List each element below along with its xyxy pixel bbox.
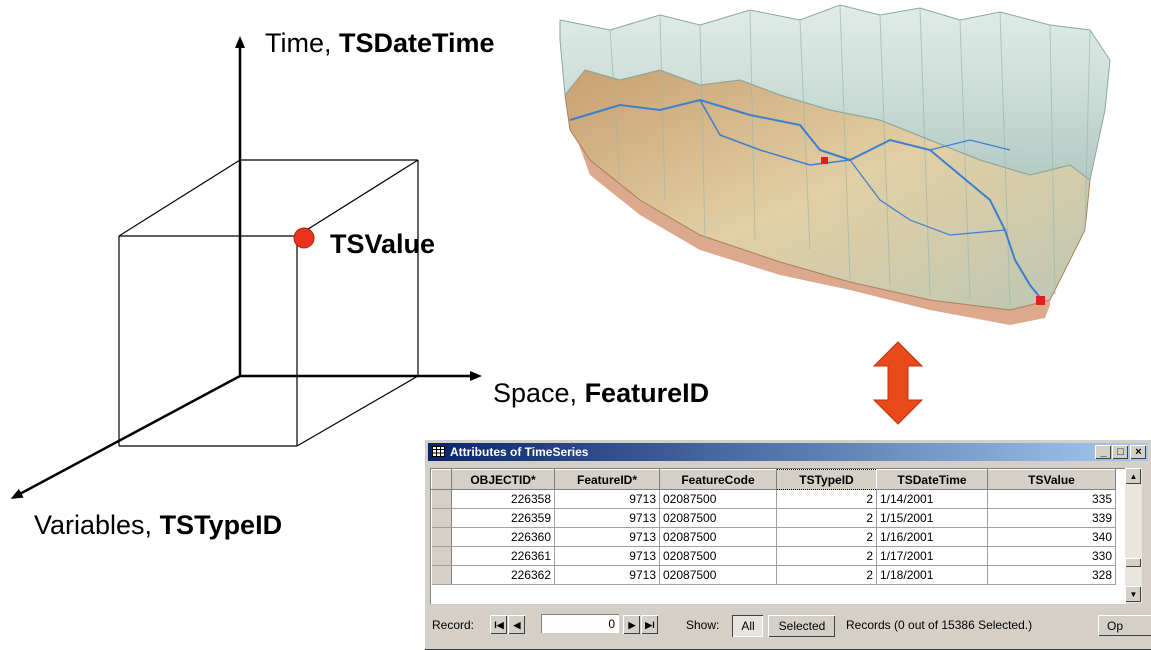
cell-tsdatetime[interactable]: 1/15/2001 (876, 508, 988, 528)
cell-objectid[interactable]: 226362 (451, 565, 555, 585)
record-label: Record: (432, 618, 475, 632)
minimize-button[interactable]: _ (1095, 445, 1111, 459)
row-selector[interactable] (431, 508, 452, 528)
gauge-point-upper (821, 157, 828, 164)
cell-featurecode[interactable]: 02087500 (659, 527, 777, 547)
gauge-point-outlet (1036, 296, 1045, 305)
cell-featureid[interactable]: 9713 (554, 565, 660, 585)
row-selector[interactable] (431, 527, 452, 547)
cell-tstypeid[interactable]: 2 (776, 508, 877, 528)
cell-tsdatetime[interactable]: 1/14/2001 (876, 489, 988, 509)
table-row[interactable]: 226360 9713 02087500 2 1/16/2001 340 (431, 527, 1116, 547)
next-record-button[interactable]: ▶ (623, 615, 640, 634)
tsvalue-label: TSValue (330, 229, 436, 259)
table-row[interactable]: 226358 9713 02087500 2 1/14/2001 335 (431, 489, 1116, 509)
status-bar: Record: I◀ ◀ 0 ▶ ▶I Show: All Selected R… (430, 610, 1151, 640)
cell-featurecode[interactable]: 02087500 (659, 565, 777, 585)
axes-diagram (10, 36, 482, 499)
table-row[interactable]: 226359 9713 02087500 2 1/15/2001 339 (431, 508, 1116, 528)
table-row[interactable]: 226362 9713 02087500 2 1/18/2001 328 (431, 565, 1116, 585)
show-selected-button[interactable]: Selected (768, 615, 835, 637)
cell-featurecode[interactable]: 02087500 (659, 489, 777, 509)
scroll-down-arrow-icon[interactable]: ▼ (1125, 586, 1141, 602)
show-label: Show: (686, 618, 720, 632)
cell-featureid[interactable]: 9713 (554, 546, 660, 566)
column-header-tsdatetime[interactable]: TSDateTime (876, 469, 988, 490)
show-all-button[interactable]: All (732, 615, 763, 637)
table-icon (432, 446, 445, 457)
cell-tsvalue[interactable]: 335 (987, 489, 1116, 509)
attributes-window: Attributes of TimeSeries _ □ × OBJECTID*… (424, 439, 1151, 650)
row-selector[interactable] (431, 546, 452, 566)
cell-tstypeid[interactable]: 2 (776, 489, 877, 509)
previous-record-button[interactable]: ◀ (508, 615, 525, 634)
attribute-table: OBJECTID* FeatureID* FeatureCode TSTypeI… (430, 468, 1126, 604)
cell-tstypeid[interactable]: 2 (776, 527, 877, 547)
link-double-arrow (872, 341, 924, 425)
watershed-3d-map (559, 4, 1111, 325)
cell-objectid[interactable]: 226358 (451, 489, 555, 509)
cell-featureid[interactable]: 9713 (554, 527, 660, 547)
table-row[interactable]: 226361 9713 02087500 2 1/17/2001 330 (431, 546, 1116, 566)
cell-tstypeid[interactable]: 2 (776, 546, 877, 566)
records-count-text: Records (0 out of 15386 Selected.) (846, 618, 1033, 632)
cell-objectid[interactable]: 226360 (451, 527, 555, 547)
last-record-button[interactable]: ▶I (641, 615, 658, 634)
first-record-button[interactable]: I◀ (490, 615, 507, 634)
column-header-tsvalue[interactable]: TSValue (987, 469, 1116, 490)
cell-objectid[interactable]: 226359 (451, 508, 555, 528)
column-header-featureid[interactable]: FeatureID* (554, 469, 660, 490)
window-titlebar[interactable]: Attributes of TimeSeries _ □ × (428, 443, 1148, 461)
column-header-tstypeid[interactable]: TSTypeID (776, 469, 877, 490)
cell-featurecode[interactable]: 02087500 (659, 508, 777, 528)
tsvalue-point (293, 227, 315, 249)
close-button[interactable]: × (1130, 445, 1146, 459)
time-axis-label: Time, TSDateTime (265, 28, 495, 58)
row-selector[interactable] (431, 489, 452, 509)
cell-tsdatetime[interactable]: 1/18/2001 (876, 565, 988, 585)
variables-axis (10, 374, 241, 499)
cell-tsvalue[interactable]: 328 (987, 565, 1116, 585)
scroll-up-arrow-icon[interactable]: ▲ (1125, 468, 1141, 484)
cell-tsvalue[interactable]: 340 (987, 527, 1116, 547)
cell-tsdatetime[interactable]: 1/17/2001 (876, 546, 988, 566)
variables-axis-label: Variables, TSTypeID (34, 510, 283, 540)
vertical-scrollbar[interactable]: ▲ ▼ (1125, 468, 1142, 603)
cell-featureid[interactable]: 9713 (554, 508, 660, 528)
column-header-featurecode[interactable]: FeatureCode (659, 469, 777, 490)
cell-tstypeid[interactable]: 2 (776, 565, 877, 585)
cell-tsvalue[interactable]: 339 (987, 508, 1116, 528)
row-header-corner[interactable] (431, 469, 452, 490)
cube-outline (118, 159, 419, 447)
cell-featureid[interactable]: 9713 (554, 489, 660, 509)
cell-tsvalue[interactable]: 330 (987, 546, 1116, 566)
maximize-button[interactable]: □ (1112, 445, 1128, 459)
record-number-input[interactable]: 0 (541, 614, 619, 633)
cell-objectid[interactable]: 226361 (451, 546, 555, 566)
row-selector[interactable] (431, 565, 452, 585)
scroll-thumb[interactable] (1125, 558, 1141, 567)
space-axis-label: Space, FeatureID (493, 378, 710, 408)
column-header-objectid[interactable]: OBJECTID* (451, 469, 555, 490)
river (569, 98, 1043, 301)
options-button[interactable]: Op (1098, 615, 1151, 636)
cell-tsdatetime[interactable]: 1/16/2001 (876, 527, 988, 547)
cell-featurecode[interactable]: 02087500 (659, 546, 777, 566)
window-title: Attributes of TimeSeries (450, 445, 589, 459)
